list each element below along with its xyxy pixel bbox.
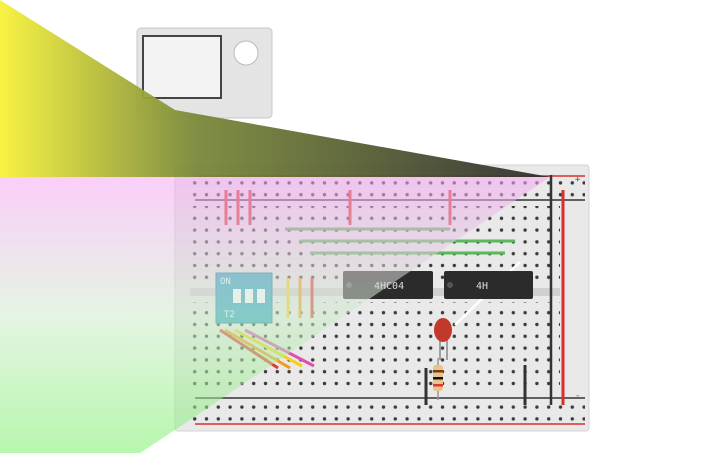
multimeter-device[interactable] (136, 27, 273, 119)
overlay-wedge-top (0, 0, 550, 177)
ic-chip-right[interactable]: 4H (444, 271, 533, 299)
ic-left-label: 4HC04 (374, 281, 404, 292)
resistor[interactable] (433, 358, 443, 400)
minus-label: - (575, 391, 580, 401)
overlay-wedge-bottom (0, 177, 550, 453)
plus-label: + (575, 175, 581, 185)
led[interactable] (434, 318, 452, 360)
dial-icon[interactable] (233, 40, 259, 66)
ic-right-label: 4H (476, 281, 488, 292)
